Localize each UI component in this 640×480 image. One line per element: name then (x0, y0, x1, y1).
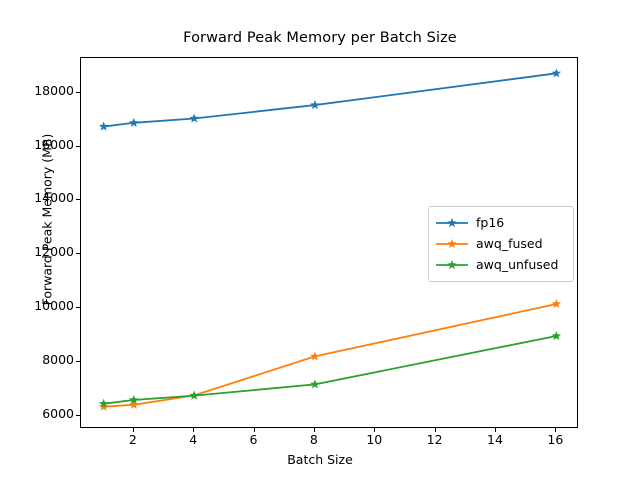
data-point-marker (98, 398, 109, 408)
x-tick-label: 6 (249, 432, 258, 447)
x-tick-label: 2 (128, 432, 137, 447)
line-fp16 (103, 72, 557, 128)
y-tick-label: 16000 (34, 136, 74, 152)
y-tick-label: 8000 (42, 351, 74, 367)
line-awq_unfused (103, 335, 557, 405)
legend-label: fp16 (476, 215, 505, 230)
y-tick-mark (76, 414, 80, 416)
series-awq_unfused (98, 330, 562, 408)
line-awq_fused (103, 303, 557, 408)
x-tick-mark (555, 428, 557, 432)
data-point-marker (551, 298, 562, 309)
x-tick-mark (495, 428, 496, 432)
data-point-marker (129, 399, 139, 409)
series-awq_fused (98, 298, 562, 411)
y-tick-mark (76, 91, 80, 93)
legend-item-fp16[interactable]: fp16 (435, 212, 567, 233)
data-point-marker (310, 351, 320, 361)
y-tick-label: 6000 (42, 405, 74, 421)
data-point-marker (310, 100, 320, 110)
x-tick-mark (313, 428, 315, 432)
series-lines (98, 68, 562, 411)
y-tick-label: 14000 (34, 190, 74, 206)
data-point-marker (98, 121, 109, 131)
y-tick-mark (76, 199, 80, 201)
y-tick-label: 10000 (34, 298, 74, 314)
x-tick-label: 10 (366, 432, 383, 447)
data-point-marker (129, 394, 139, 405)
data-point-marker (189, 113, 199, 123)
x-axis-label: Batch Size (287, 452, 353, 467)
series-fp16 (98, 68, 562, 131)
x-tick-mark (193, 428, 195, 432)
x-tick-label: 14 (487, 432, 503, 447)
legend-swatch-icon (435, 237, 469, 251)
data-point-marker (551, 330, 562, 341)
y-tick-mark (76, 307, 80, 309)
x-tick-mark (132, 428, 134, 432)
data-point-marker (551, 68, 562, 78)
x-tick-mark (253, 428, 255, 432)
y-tick-label: 18000 (34, 82, 74, 98)
data-point-marker (129, 117, 139, 127)
chart-title: Forward Peak Memory per Batch Size (183, 30, 457, 46)
data-point-marker (189, 390, 199, 400)
y-tick-mark (76, 145, 80, 147)
data-point-marker (310, 379, 320, 389)
x-tick-mark (374, 428, 376, 432)
plot-area (80, 57, 578, 428)
legend-label: awq_unfused (476, 257, 559, 272)
legend-item-awq_fused[interactable]: awq_fused (435, 233, 567, 254)
x-tick-label: 16 (547, 432, 564, 447)
legend-swatch-icon (435, 258, 469, 272)
x-tick-mark (434, 428, 436, 432)
y-tick-label: 12000 (34, 244, 74, 260)
x-tick-label: 8 (309, 432, 318, 447)
chart-legend: fp16 awq_fused awq_unfused (428, 206, 574, 282)
x-tick-label: 12 (426, 432, 443, 447)
y-tick-mark (76, 360, 80, 362)
x-tick-label: 4 (189, 432, 198, 447)
legend-label: awq_fused (476, 236, 543, 251)
y-tick-mark (76, 253, 80, 255)
data-point-marker (98, 401, 109, 411)
legend-item-awq_unfused[interactable]: awq_unfused (435, 254, 567, 275)
legend-swatch-icon (435, 216, 469, 230)
